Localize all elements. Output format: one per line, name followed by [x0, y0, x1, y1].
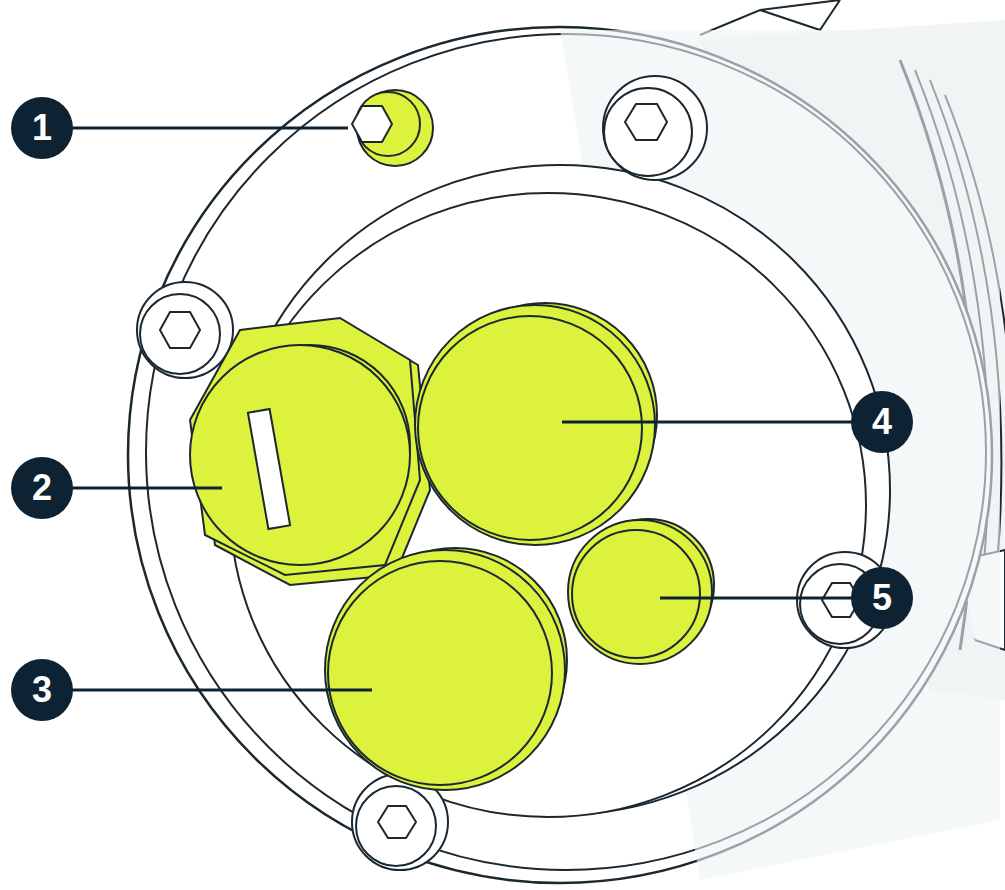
callout-number: 4: [852, 392, 912, 452]
leader-line: [660, 597, 880, 600]
callout-circle: [851, 567, 913, 629]
cap-large: [415, 303, 657, 545]
callout-circle: [851, 391, 913, 453]
callout-circle: [11, 659, 73, 721]
callout-number: 3: [12, 660, 72, 720]
hex-socket: [625, 104, 667, 140]
hex-socket: [378, 806, 416, 838]
callout-circle: [11, 457, 73, 519]
leader-line: [60, 689, 372, 692]
plug-small: [352, 90, 433, 166]
bolt-head: [604, 88, 692, 176]
callout-number: 5: [852, 568, 912, 628]
callout-number: 2: [12, 458, 72, 518]
callout-circles: [11, 97, 913, 721]
bolt-head: [140, 294, 220, 374]
cap-large: [325, 548, 567, 790]
callout-circle: [11, 97, 73, 159]
bolt-head: [356, 786, 436, 866]
callout-leaders: [60, 128, 880, 690]
cable-gland: [190, 318, 430, 585]
bolt-head: [137, 282, 233, 378]
bolt-group: [137, 76, 893, 870]
cap-small: [568, 519, 714, 664]
bolt-head: [603, 76, 707, 180]
callout-number: 1: [12, 98, 72, 158]
leader-line: [60, 127, 348, 130]
leader-line: [562, 421, 880, 424]
hex-socket: [160, 312, 200, 348]
body-edge: [700, 0, 840, 35]
leader-line: [60, 487, 222, 490]
